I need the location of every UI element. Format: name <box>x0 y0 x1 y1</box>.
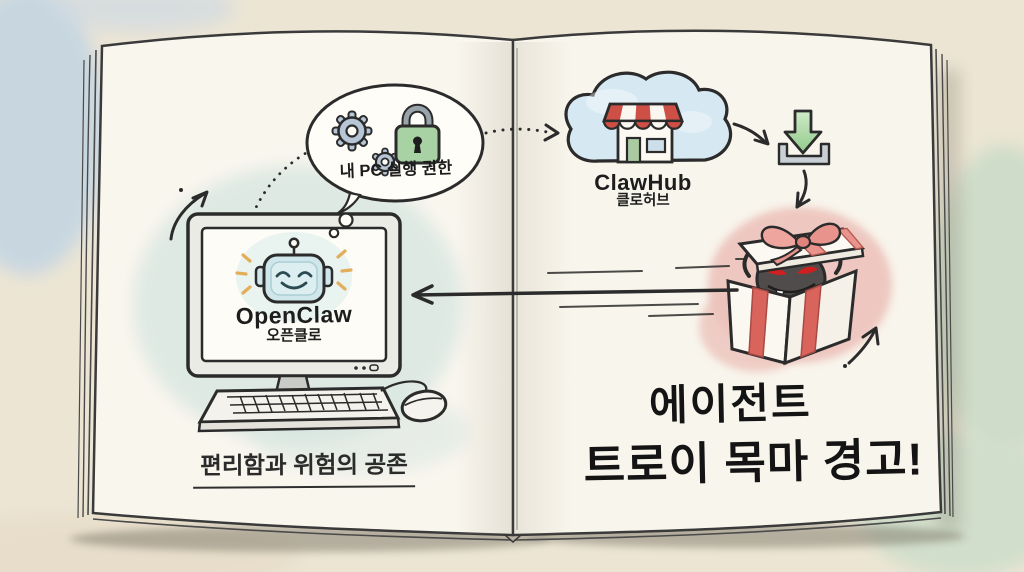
warning-line1: 에이전트 <box>648 378 813 430</box>
mouse-illustration <box>380 380 448 423</box>
warning-line2: 트로이 목마 경고! <box>583 433 924 492</box>
ribbon <box>748 286 769 358</box>
app-name: OpenClaw <box>235 300 353 330</box>
clawhub-name-korean: 클로허브 <box>616 193 670 209</box>
arrow-accent-left <box>169 188 209 241</box>
store-awning <box>602 102 684 130</box>
arrow-clawhub-to-download <box>732 122 770 146</box>
lock-icon <box>394 103 441 165</box>
flow-arrows <box>169 122 880 368</box>
store-door <box>625 136 642 164</box>
warning-text: 에이전트 트로이 목마 경고! <box>542 376 964 494</box>
app-name-korean: 오픈클로 <box>266 327 322 344</box>
arrow-accent-right <box>843 326 880 368</box>
arrow-bubble-to-clawhub <box>484 123 560 142</box>
clawhub-name: ClawHub <box>594 170 692 195</box>
arrow-download-to-gift <box>795 169 811 209</box>
caption-text: 편리함과 위험의 공존 <box>192 451 416 489</box>
dotted-link-pc-to-bubble <box>251 151 308 216</box>
download-icon <box>777 109 831 166</box>
bow-icon <box>760 222 842 267</box>
keyboard-illustration <box>197 386 401 433</box>
robot-icon <box>235 232 353 322</box>
ribbon <box>800 283 822 359</box>
arrow-gift-to-pc <box>411 258 745 317</box>
storefront-icon <box>602 102 684 164</box>
sparkle-icon <box>235 249 353 295</box>
devil-eye <box>797 266 818 274</box>
gift-box-illustration <box>726 222 866 366</box>
store-window <box>645 137 667 154</box>
gear-icon <box>331 110 399 177</box>
